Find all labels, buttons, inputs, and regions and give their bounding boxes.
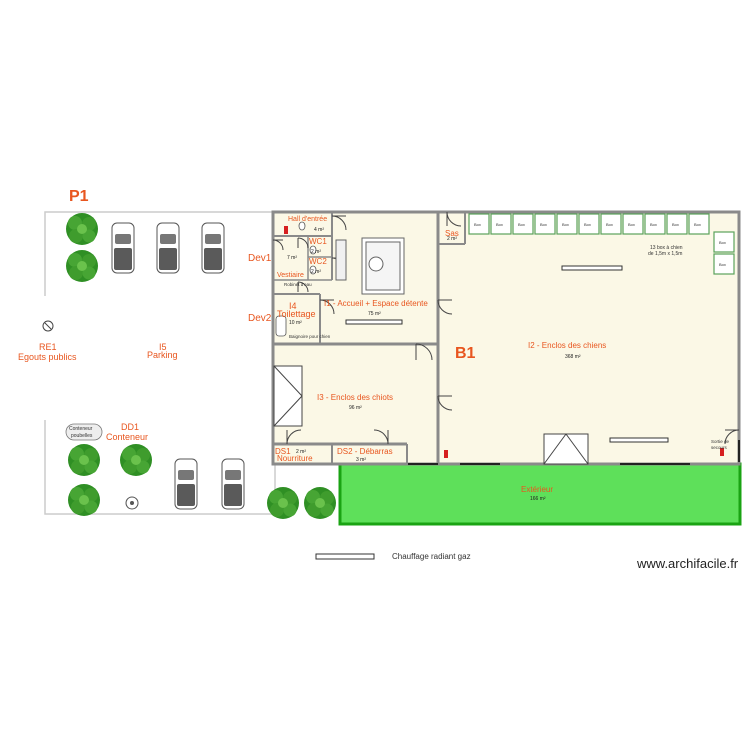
staircase-icon [273, 365, 589, 465]
wc2-area: 2 m² [311, 269, 321, 275]
box-label: Box [606, 222, 613, 227]
i3-area: 96 m² [349, 405, 362, 411]
plumbing-fixtures [275, 221, 317, 337]
door-icon [446, 211, 462, 227]
sortie-label: Sortie de [711, 439, 730, 444]
door-icon [297, 281, 309, 293]
door-icon [272, 239, 284, 251]
car-icon [174, 458, 198, 510]
box-label: Box [719, 262, 726, 267]
i3-label: I3 - Enclos des chiots [317, 393, 393, 402]
door-icon [724, 429, 740, 445]
tree-icon [267, 487, 299, 519]
parking-label: Parking [147, 350, 178, 360]
conteneur-sign: Conteneur [69, 426, 93, 432]
baignoire-label: Baignoire pour chien [289, 334, 331, 339]
tree-icon [68, 444, 100, 476]
ds2-label: DS2 - Débarras [337, 447, 393, 456]
wc1-area: 2 m² [311, 249, 321, 255]
exterieur-zone [338, 462, 742, 526]
door-icon [286, 429, 302, 445]
tree-icon [66, 250, 98, 282]
robinet-label: Robinet d'eau [284, 282, 312, 287]
door-icon [331, 215, 347, 231]
sas-label: Sas [445, 229, 459, 238]
dev2-label: Dev2 [248, 313, 272, 324]
exterieur-area: 166 m² [530, 496, 546, 502]
box-note: 13 box à chien [650, 245, 683, 251]
i4-area: 10 m² [289, 320, 302, 326]
box-label: Box [474, 222, 481, 227]
door-icon [297, 237, 309, 249]
re1-label: RE1 [39, 342, 57, 352]
vestiaire-label: Vestiaire [277, 272, 304, 279]
dd1-label: DD1 [121, 422, 139, 432]
dev1-label: Dev1 [248, 253, 272, 264]
conteneur-label: Conteneur [106, 432, 148, 442]
p1-label: P1 [69, 188, 89, 205]
tree-icon [304, 487, 336, 519]
box-label: Box [650, 222, 657, 227]
box-label: Box [540, 222, 547, 227]
nourriture-label: Nourriture [277, 454, 313, 463]
box-label: Box [518, 222, 525, 227]
ds1-area: 2 m² [296, 449, 306, 455]
b1-label: B1 [455, 345, 476, 362]
door-icons [272, 211, 740, 445]
fire-extinguisher-icon [284, 226, 724, 458]
car-icon [156, 222, 180, 274]
box-labels: Box Box Box Box Box Box Box Box Box Box … [474, 222, 726, 267]
tree-icon [68, 484, 100, 516]
toilettage-label: Toilettage [277, 309, 316, 319]
box-label: Box [496, 222, 503, 227]
i2-label: I2 - Enclos des chiens [528, 341, 606, 350]
hall-area: 4 m² [314, 227, 324, 233]
box-label: Box [672, 222, 679, 227]
hall-label: Hall d'entrée [288, 216, 327, 223]
building-floor [273, 212, 739, 464]
car-icon [111, 222, 135, 274]
poubelles-sign: poubelles [71, 433, 93, 439]
egouts-label: Egouts publics [18, 352, 77, 362]
radiator-icon [315, 265, 669, 560]
door-icon [415, 343, 433, 361]
box-label: Box [719, 240, 726, 245]
door-icon [437, 395, 453, 411]
exterior-doors [408, 440, 740, 465]
sewer-icon [42, 320, 54, 332]
door-icon [373, 429, 389, 445]
wc1-label: WC1 [309, 237, 327, 246]
box-label: Box [694, 222, 701, 227]
box-label: Box [584, 222, 591, 227]
building-walls [271, 210, 741, 466]
trash-bin-icon [65, 423, 139, 510]
kitchen-counter-icon [335, 237, 405, 295]
box-note-dims: de 1,5m x 1,5m [648, 251, 682, 257]
secours-label: secours [711, 445, 728, 450]
dog-boxes [468, 213, 735, 275]
vestiaire-area: 7 m² [287, 255, 297, 261]
tree-icon [66, 213, 98, 245]
car-icon [221, 458, 245, 510]
wc2-label: WC2 [309, 257, 327, 266]
ds2-area: 3 m² [356, 457, 366, 463]
i4-label: I4 [289, 301, 297, 311]
legend-radiator-label: Chauffage radiant gaz [392, 552, 471, 561]
i1-area: 75 m² [368, 311, 381, 317]
i1-label: I1 - Accueil + Espace détente [324, 299, 428, 308]
i2-area: 368 m² [565, 354, 581, 360]
door-icon [437, 299, 453, 315]
box-label: Box [562, 222, 569, 227]
exterieur-label: Extérieur [521, 485, 553, 494]
sas-area: 2 m² [447, 236, 457, 242]
ds1-label: DS1 [275, 447, 291, 456]
car-icon [201, 222, 225, 274]
box-label: Box [628, 222, 635, 227]
watermark: www.archifacile.fr [637, 556, 739, 571]
tree-icon [120, 444, 152, 476]
door-icon [319, 299, 335, 315]
i5-label: I5 [159, 342, 167, 352]
